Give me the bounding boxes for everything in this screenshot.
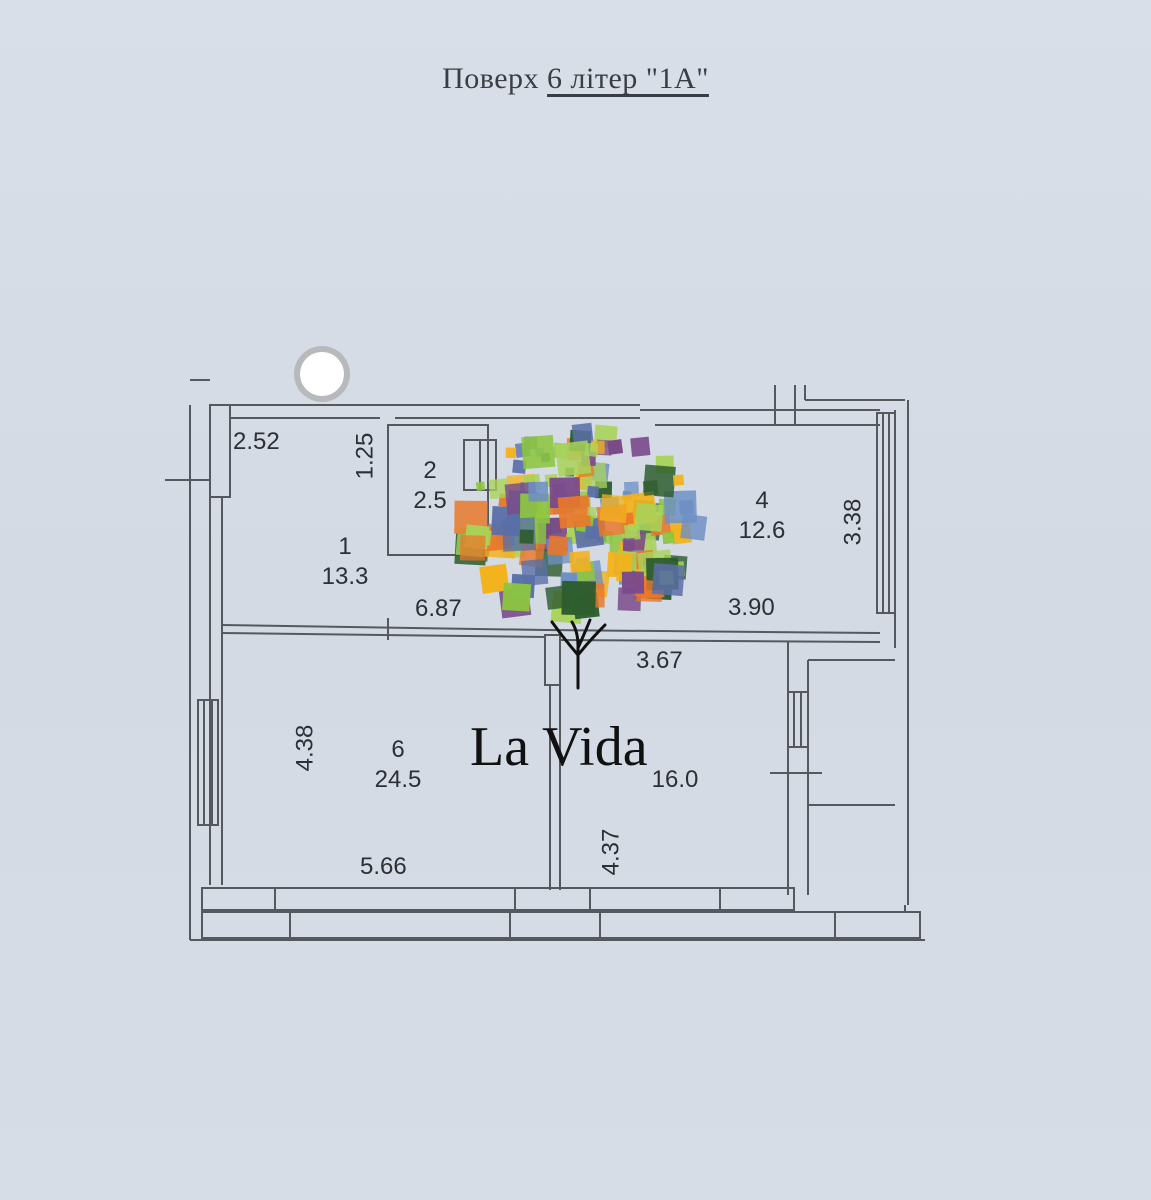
leaf-tile <box>621 571 645 594</box>
leaf-tile <box>569 550 592 573</box>
room-area: 12.6 <box>738 517 786 544</box>
tree-foliage <box>454 422 708 625</box>
dimension-label: 3.90 <box>728 594 775 621</box>
room-number: 1 <box>338 533 352 560</box>
leaf-tile <box>459 535 486 561</box>
leaf-tile <box>622 538 636 551</box>
leaf-tile <box>488 478 510 500</box>
room-number: 4 <box>755 487 769 514</box>
leaf-tile <box>528 481 549 502</box>
room-number: 6 <box>391 736 405 763</box>
wall <box>209 404 231 498</box>
leaf-tile <box>672 474 685 486</box>
room-area: 16.0 <box>651 766 699 793</box>
leaf-tile <box>475 481 486 491</box>
leaf-tile <box>479 563 510 594</box>
leaf-tile <box>557 495 592 529</box>
room-label: 2 2.5 <box>400 456 460 516</box>
leaf-tile <box>571 422 594 445</box>
leaf-tile <box>584 525 599 539</box>
leaf-tile <box>630 436 651 457</box>
leaf-tile <box>662 531 675 545</box>
leaf-tile <box>606 551 633 579</box>
leaf-tile <box>519 529 534 544</box>
leaf-tile <box>607 439 624 455</box>
dimension-label: 3.67 <box>636 647 683 674</box>
leaf-tile <box>642 479 659 496</box>
title-floor-letter: 6 літер "1А" <box>547 62 709 95</box>
dimension-label: 2.52 <box>233 428 280 455</box>
window <box>197 699 219 826</box>
leaf-tile <box>554 440 592 477</box>
window <box>787 691 809 748</box>
leaf-tile <box>561 580 596 616</box>
room-area: 24.5 <box>374 766 422 793</box>
leaf-tile <box>502 582 532 612</box>
floor-title: Поверх 6 літер "1А" <box>0 62 1151 96</box>
room-number: 2 <box>423 457 437 484</box>
tree-trunk <box>550 618 607 690</box>
leaf-tile <box>634 502 664 533</box>
room-label: 6 24.5 <box>358 735 438 795</box>
wall <box>559 639 881 643</box>
title-prefix: Поверх <box>442 62 540 95</box>
hole-punch-mark <box>300 352 344 396</box>
leaf-tile <box>651 563 685 597</box>
leaf-tile <box>679 499 694 515</box>
leaf-tile <box>599 493 629 524</box>
wall <box>544 634 561 686</box>
room-label: 1 13.3 <box>305 532 385 592</box>
leaf-tile <box>521 434 556 470</box>
leaf-tile <box>584 442 599 457</box>
balcony-wall <box>201 887 795 911</box>
leaf-tile <box>587 506 597 517</box>
room-area: 2.5 <box>413 487 447 514</box>
room-label: 4 12.6 <box>722 486 802 546</box>
wall <box>221 632 546 638</box>
leaf-tile <box>547 535 569 556</box>
leaf-tile <box>586 485 599 498</box>
logo-text: La Vida <box>470 716 648 778</box>
room-label: 16.0 <box>635 765 715 795</box>
room-area: 13.3 <box>321 563 369 590</box>
window <box>876 412 896 614</box>
dimension-label: 6.87 <box>415 595 462 622</box>
leaf-tile <box>520 558 549 587</box>
wall <box>221 624 546 631</box>
dimension-label: 5.66 <box>360 853 407 880</box>
leaf-tile <box>512 459 527 474</box>
leaf-tile <box>505 447 517 459</box>
balcony-wall <box>201 911 921 939</box>
leaf-tile <box>624 481 639 497</box>
leaf-tile <box>680 513 708 541</box>
